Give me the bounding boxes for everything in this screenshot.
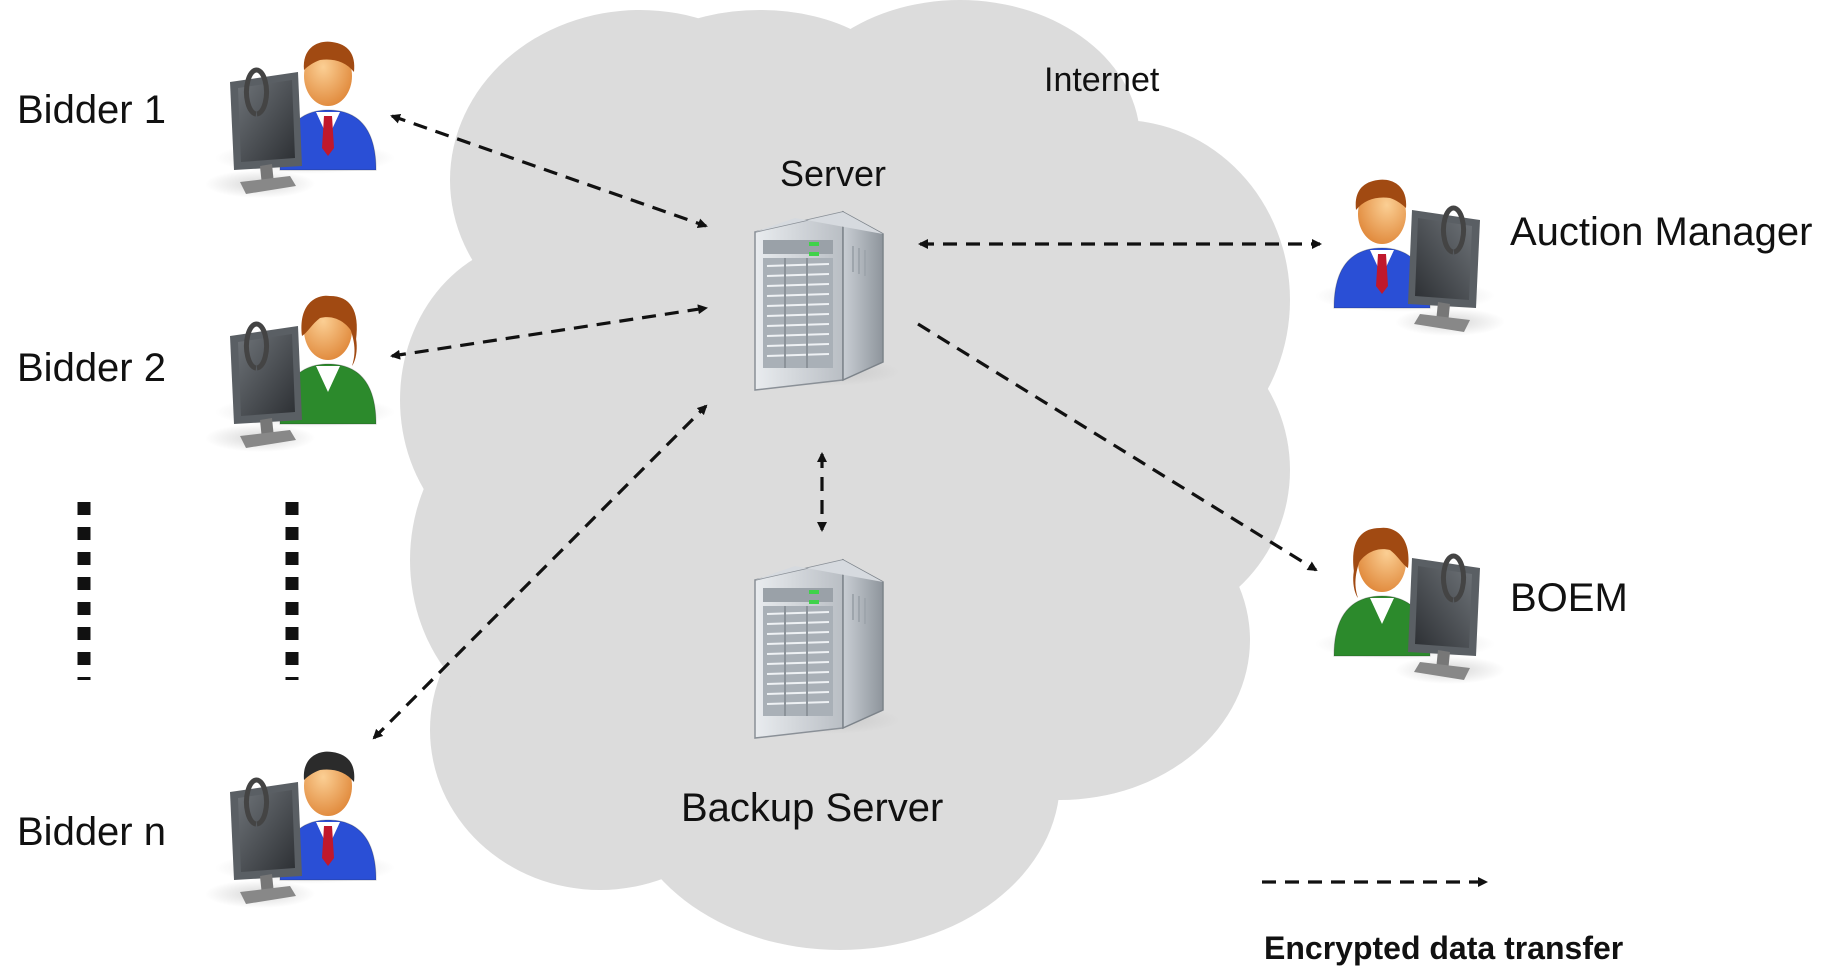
server-label: Server bbox=[780, 153, 887, 194]
boem-label: BOEM bbox=[1510, 576, 1628, 620]
bidder-n-icon bbox=[205, 751, 395, 908]
ellipsis-markers bbox=[77, 502, 299, 680]
internet-label: Internet bbox=[1044, 61, 1160, 99]
boem-icon bbox=[1315, 527, 1505, 684]
bidder-n-label: Bidder n bbox=[17, 810, 166, 854]
backup-server-icon bbox=[754, 559, 901, 739]
people-layer bbox=[205, 41, 1505, 908]
bidder-1-icon bbox=[205, 41, 395, 198]
arrow-bidder1-server bbox=[390, 113, 708, 229]
arrow-bidder2-server bbox=[390, 304, 708, 360]
legend-label: Encrypted data transfer bbox=[1264, 930, 1624, 966]
arrow-biddern-server bbox=[372, 404, 708, 740]
auction-manager-label: Auction Manager bbox=[1510, 210, 1813, 254]
auction-manager-icon bbox=[1315, 179, 1505, 336]
bidder-1-label: Bidder 1 bbox=[17, 88, 166, 132]
server-icon bbox=[754, 211, 901, 391]
arrow-server-boem bbox=[917, 322, 1318, 572]
bidder-2-icon bbox=[205, 295, 395, 452]
backup-server-label: Backup Server bbox=[681, 786, 944, 830]
bidder-2-label: Bidder 2 bbox=[17, 346, 166, 390]
